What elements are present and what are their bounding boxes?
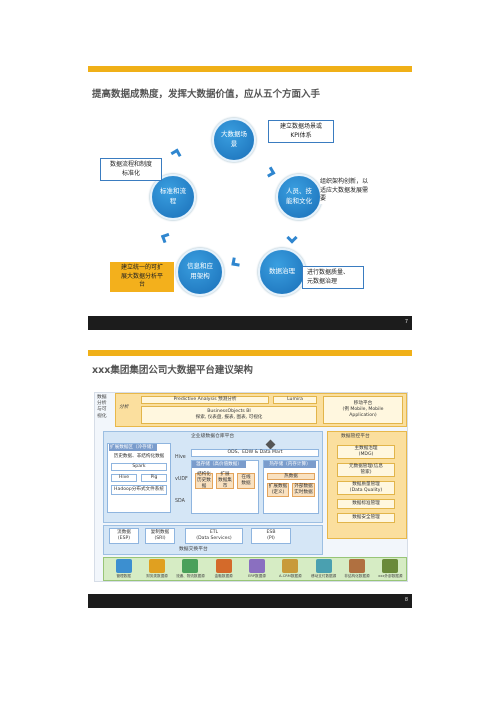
data-source-icon [149,559,165,573]
note-process-standard: 数据流程和制度 标准化 [100,158,162,182]
lumira-box: Lumira [273,396,317,404]
mobile-title: 移动平台 [353,401,373,407]
label-hot-storage: 热存储（内存计算） [264,461,316,468]
slide-footer: 8 [88,594,412,608]
hot-item-3: 外部数据 实时数据 [292,483,315,497]
data-source-icon [182,559,199,573]
data-source-label: 移动支付数据源 [311,574,337,578]
esb-box: ESB (PI) [251,528,291,544]
warm-item-1: 结构化 历史数据 [195,472,213,489]
hadoop-box: Hadoop分布式文件系统 [111,485,167,495]
gov-mdg: 主数据治理 (MDG) [337,445,395,459]
accent-bar [88,350,412,356]
mobile-platform-box: 移动平台 (例 Mobile, Mobile Application) [323,396,403,424]
label-vudf: vUDF [175,477,188,482]
pig-box: Pig [141,474,167,482]
data-source-icon [315,559,332,573]
node-data-governance: 数据治理 [258,248,306,296]
ods-edw-box: ODS、EDW & Data Mart [191,449,319,457]
business-objects-box: BusinessObjects BI 探索, 仪表盘, 报表, 图表, 可视化 [141,406,317,424]
data-source-label: ERP数据源 [248,574,266,578]
slide-maturity: 提高数据成熟度，发挥大数据价值，应从五个方面入手 大数据场 景 标准和流 程 人… [88,66,412,330]
gov-standards: 数据标准管理 [337,499,395,509]
gov-metadata: 元数据管理(信息 管家) [337,463,395,477]
cycle-arrow-icon [231,257,241,267]
data-source-label: 财务类数据源 [146,574,168,578]
warm-item-2: 扩展 数据集市 [216,472,234,489]
node-big-data-scenario: 大数据场 景 [212,118,256,162]
data-source-label: xxx外部数据源 [378,574,403,578]
slide-footer: 7 [88,316,412,330]
note-unified-platform: 建立统一的可扩 展大数据分析平 台 [110,262,174,293]
data-source-label: 非结构化数据源 [344,574,370,578]
gov-security: 数据安全管理 [337,513,395,523]
node-info-architecture: 信息和应 用架构 [176,248,224,296]
data-source-icon [382,559,399,573]
data-source-icon [282,559,299,573]
data-source-icon [349,559,365,573]
data-source-icon [115,559,132,573]
data-source-label: 流通、物流数据源 [175,574,205,578]
predictive-analysis-box: Predictive Analysis 预测分析 [141,396,269,404]
page-number: 7 [404,319,408,325]
label-warehouse: 企业级数据仓库平台 [191,434,235,439]
accent-bar [88,66,412,72]
esp-box: 流数据 (ESP) [109,528,139,544]
sri-box: 复制数据 (SRI) [145,528,175,544]
etl-box: ETL (Data Services) [185,528,243,544]
label-exchange: 数据交换平台 [179,547,208,552]
mobile-desc: (例 Mobile, Mobile Application) [342,407,384,418]
label-extended-zone: 扩展数据区（冷存储） [109,444,157,451]
cycle-arrow-icon [264,166,276,178]
node-standards-process: 标准和流 程 [150,174,196,220]
slide-title: 提高数据成熟度，发挥大数据价值，应从五个方面入手 [92,89,321,100]
label-governance: 数据管控平台 [341,434,370,439]
warm-item-3: 在线 数据 [237,473,255,489]
data-source-icon [215,559,232,573]
hot-item-2: 扩展数据 (定义) [267,483,289,497]
architecture-diagram: 数据 分析 与可 视化 分析 Predictive Analysis 预测分析 … [94,392,408,582]
cycle-arrow-icon [286,232,298,244]
data-source-label: 金融数据源 [214,574,233,578]
gov-data-quality: 数据质量管理 (Data Quality) [337,481,395,495]
node-people-skills: 人员、技 能和文化 [276,174,322,220]
label-hive-small: Hive [175,455,186,460]
label-sda: SDA [175,499,185,504]
hot-item-1: 热数据 [267,473,315,480]
label-analysis: 分析 [119,405,129,410]
data-source-label: A-CRM数据源 [279,574,302,578]
note-org-innovation: 组织架构创新，以 适应大数据发展需 要 [320,178,394,205]
data-source-label: 管理数据 [116,574,131,578]
cycle-arrow-icon [170,148,182,160]
slide-architecture: xxx集团集团公司大数据平台建议架构 数据 分析 与可 视化 分析 Predic… [88,350,412,608]
label-warm-storage: 温存储（高价值数据） [192,461,246,468]
note-data-quality: 进行数据质量、 元数据治理 [302,266,364,290]
spark-box: Spark [111,463,167,471]
page-number: 8 [404,597,408,603]
slide-title: xxx集团集团公司大数据平台建议架构 [92,365,253,376]
hive-box: Hive [111,474,137,482]
label-analysis-visualization: 数据 分析 与可 视化 [97,395,107,419]
cycle-arrow-icon [160,232,172,244]
note-kpi: 建立数据场景或 KPI体系 [268,120,334,144]
data-source-icon [249,559,265,573]
label-history-data: 历史数据、非结构化数据 [113,453,165,459]
